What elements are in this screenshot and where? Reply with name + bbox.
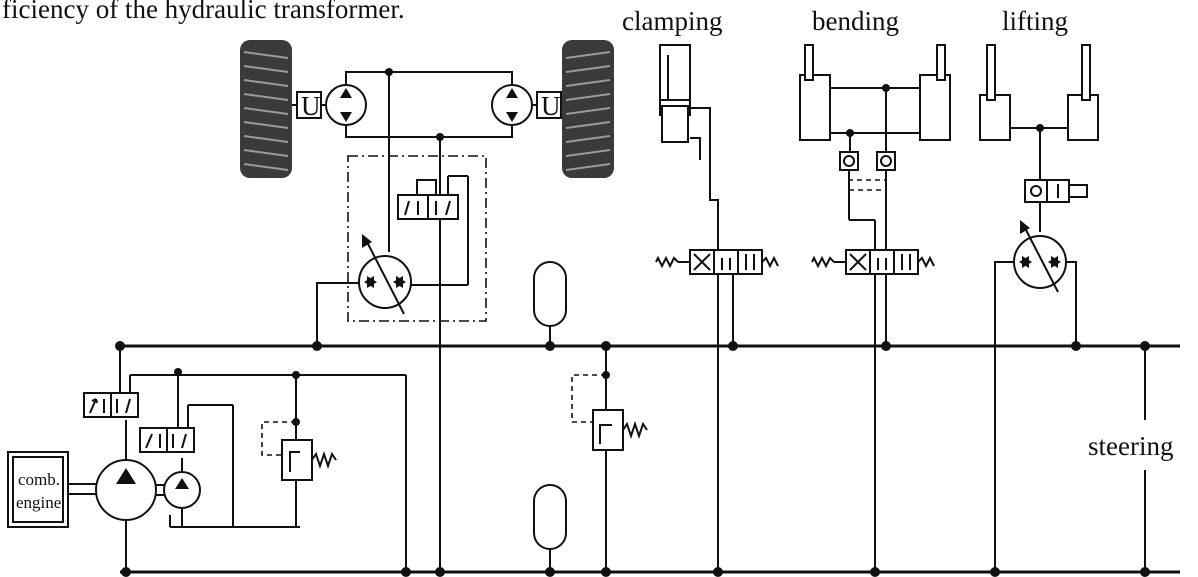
clamping-cylinder-icon xyxy=(659,44,719,250)
lifting-check-valve xyxy=(1024,179,1088,232)
bending-piping xyxy=(830,84,920,250)
wheel-motor-left-icon xyxy=(325,84,367,126)
switching-valve-left-top xyxy=(83,346,407,572)
wheel-unit-label-right: U xyxy=(541,91,561,121)
left-tank-line xyxy=(169,515,300,528)
engine-label-line1: comb. xyxy=(18,470,60,489)
lifting-pump-motor-icon xyxy=(994,220,1077,572)
tire-right-icon xyxy=(562,40,614,178)
wheel-joint-left: U xyxy=(292,91,326,121)
wheel-motor-right-icon xyxy=(491,84,533,126)
relief-valve-center xyxy=(571,346,648,572)
wheel-unit-label-left: U xyxy=(301,91,321,121)
lifting-label: lifting xyxy=(1002,6,1068,36)
bending-directional-valve xyxy=(811,249,935,572)
charge-pump-icon xyxy=(163,458,201,527)
relief-valve-left xyxy=(261,371,337,527)
caption-fragment: ficiency of the hydraulic transformer. xyxy=(2,0,405,24)
clamping-label: clamping xyxy=(622,6,722,36)
combustion-engine-block: comb. engine xyxy=(7,451,98,528)
steering-label: steering xyxy=(1088,431,1173,461)
clamping-directional-valve xyxy=(655,249,779,572)
switching-valve-left-bottom xyxy=(139,368,234,527)
wheel-motor-piping xyxy=(345,68,513,572)
low-pressure-accumulator-icon xyxy=(533,484,567,572)
lifting-cylinder-right-icon xyxy=(1067,44,1099,141)
engine-label-line2: engine xyxy=(16,493,61,512)
transformer-boundary xyxy=(347,155,487,322)
bending-label: bending xyxy=(812,6,899,36)
high-pressure-accumulator-icon xyxy=(533,261,567,346)
lifting-cylinder-left-icon xyxy=(979,44,1011,141)
transformer-valve xyxy=(388,175,469,286)
lifting-piping xyxy=(1010,124,1068,180)
wheel-joint-right: U xyxy=(532,91,562,121)
bending-cylinder-left-icon xyxy=(799,44,831,141)
bending-cylinder-right-icon xyxy=(919,44,951,141)
main-pump-icon xyxy=(95,420,166,572)
tire-left-icon xyxy=(240,40,292,178)
variable-transformer-icon xyxy=(316,234,412,346)
